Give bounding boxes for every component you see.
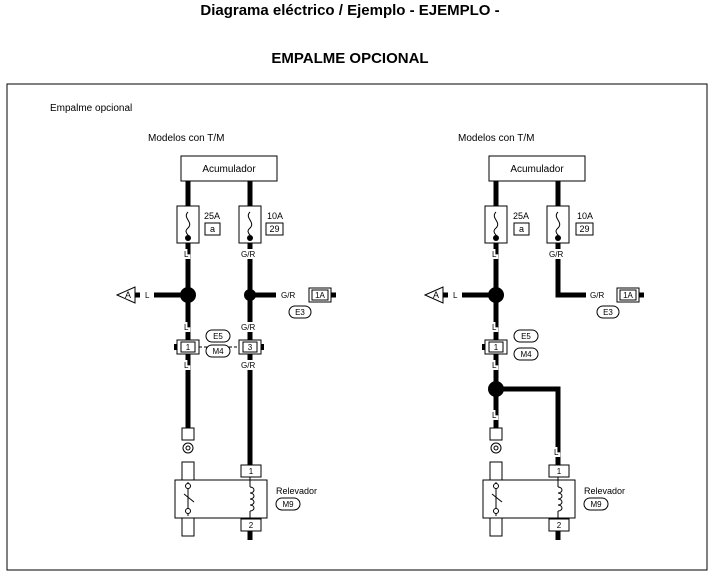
left-e5-tag (205, 329, 231, 343)
left-joint-connector-1 (174, 339, 200, 355)
right-e5: E5 (521, 332, 531, 341)
left-j1-pin: 1 (186, 343, 191, 352)
left-j1-bottom-wire-bg: L (184, 361, 189, 370)
left-relay-pin-bottom: 2 (249, 521, 254, 530)
right-relay-wire: L (554, 448, 559, 457)
left-j1-top-wire: L (184, 323, 189, 332)
left-fuse2-id-box (265, 222, 284, 236)
right-relay-label: Relevador (584, 486, 625, 496)
right-fuse2-id-box (575, 222, 594, 236)
right-wire2-label-bg: G/R (549, 250, 563, 259)
left-relay (174, 461, 268, 540)
left-j2-top-wire: G/R (241, 323, 255, 332)
right-relay (482, 461, 576, 540)
left-j2-bottom-wire: G/R (241, 361, 255, 370)
right-j1-pin: 1 (494, 343, 499, 352)
left-fuse-25a (176, 205, 200, 244)
page-subtitle: EMPALME OPCIONAL (271, 50, 429, 67)
page-title: Diagrama eléctrico / Ejemplo - EJEMPLO - (200, 2, 500, 19)
left-wire1-label-bg: L (184, 250, 189, 259)
left-fuse2-id: 29 (269, 224, 279, 234)
left-battery-box (180, 155, 278, 182)
right-term-wire-bg: L (492, 411, 497, 420)
right-fuse-25a (484, 205, 508, 244)
right-m4-tag (513, 347, 539, 361)
right-conn-id: E3 (603, 308, 613, 317)
right-diagram: Modelos con T/M Acumulador 25A a 10A 29 … (423, 133, 644, 540)
right-wire-to-relay (496, 386, 561, 465)
left-terminal (181, 427, 195, 454)
left-joint-connector-2 (238, 339, 264, 355)
right-e5-tag (513, 329, 539, 343)
left-diagram: Modelos con T/M Acumulador 25A a 10A 29 … (115, 133, 336, 540)
right-wire-gr (555, 243, 586, 298)
right-j1-top-wire: L (492, 323, 497, 332)
frame-label: Empalme opcional (50, 103, 132, 114)
right-j1-top-wire-bg: L (492, 323, 497, 332)
left-arrow-ref: A (125, 290, 131, 300)
left-j2-top-wire-bg: G/R (241, 323, 255, 332)
right-j1-bottom-wire-bg: L (492, 361, 497, 370)
left-j2-pin: 3 (248, 343, 253, 352)
right-wire1-label-bg: L (492, 250, 497, 259)
left-j1-top-wire-bg: L (184, 323, 189, 332)
right-e3-tag (596, 305, 620, 319)
right-battery-box (488, 155, 586, 182)
right-right-wire: G/R (590, 291, 604, 300)
left-j2-bottom-wire-bg: G/R (241, 361, 255, 370)
left-conn-pin: 1A (315, 291, 325, 300)
right-fuse2-rating: 10A (577, 211, 593, 221)
right-j1-bottom-wire: L (492, 361, 497, 370)
left-arrow-wire: L (145, 291, 150, 300)
right-wire1-label: L (492, 250, 497, 259)
right-fuse1-id-box (513, 222, 530, 236)
left-right-wire: G/R (281, 291, 295, 300)
right-relay-id: M9 (590, 500, 602, 509)
right-relay-wire-bg: L (554, 448, 559, 457)
right-joint-connector-1 (482, 339, 508, 355)
left-m4-tag (205, 344, 231, 358)
left-battery-label: Acumulador (202, 164, 256, 175)
left-e5: E5 (213, 332, 223, 341)
right-wire2-label: G/R (549, 250, 563, 259)
left-relay-pin-top: 1 (249, 467, 254, 476)
left-j1-bottom-wire: L (184, 361, 189, 370)
right-fuse2-id: 29 (579, 224, 589, 234)
left-fuse1-rating: 25A (204, 211, 220, 221)
left-relay-label: Relevador (276, 486, 317, 496)
right-arrow-ref: A (433, 290, 439, 300)
right-battery-label: Acumulador (510, 164, 564, 175)
left-fuse1-id: a (210, 224, 215, 234)
left-conn-id: E3 (295, 308, 305, 317)
right-fuse1-id: a (519, 224, 524, 234)
left-m9-tag (275, 497, 301, 511)
left-relay-id: M9 (282, 500, 294, 509)
left-wire2-label-bg: G/R (241, 250, 255, 259)
right-m4: M4 (520, 350, 532, 359)
left-fuse2-rating: 10A (267, 211, 283, 221)
right-relay-pin-bottom: 2 (557, 521, 562, 530)
left-wire1-label: L (184, 250, 189, 259)
right-conn-pin: 1A (623, 291, 633, 300)
right-fuse-10a (546, 205, 570, 244)
left-fuse-10a (238, 205, 262, 244)
diagram-frame (6, 83, 708, 571)
right-m9-tag (583, 497, 609, 511)
left-m4: M4 (212, 347, 224, 356)
right-terminal (489, 427, 503, 454)
right-relay-pin-top: 1 (557, 467, 562, 476)
left-e3-tag (288, 305, 312, 319)
left-fuse1-id-box (204, 222, 221, 236)
left-model-label: Modelos con T/M (148, 133, 225, 144)
right-arrow-wire: L (453, 291, 458, 300)
right-fuse1-rating: 25A (513, 211, 529, 221)
left-wire2-label: G/R (241, 250, 255, 259)
right-model-label: Modelos con T/M (458, 133, 535, 144)
right-term-wire: L (492, 411, 497, 420)
